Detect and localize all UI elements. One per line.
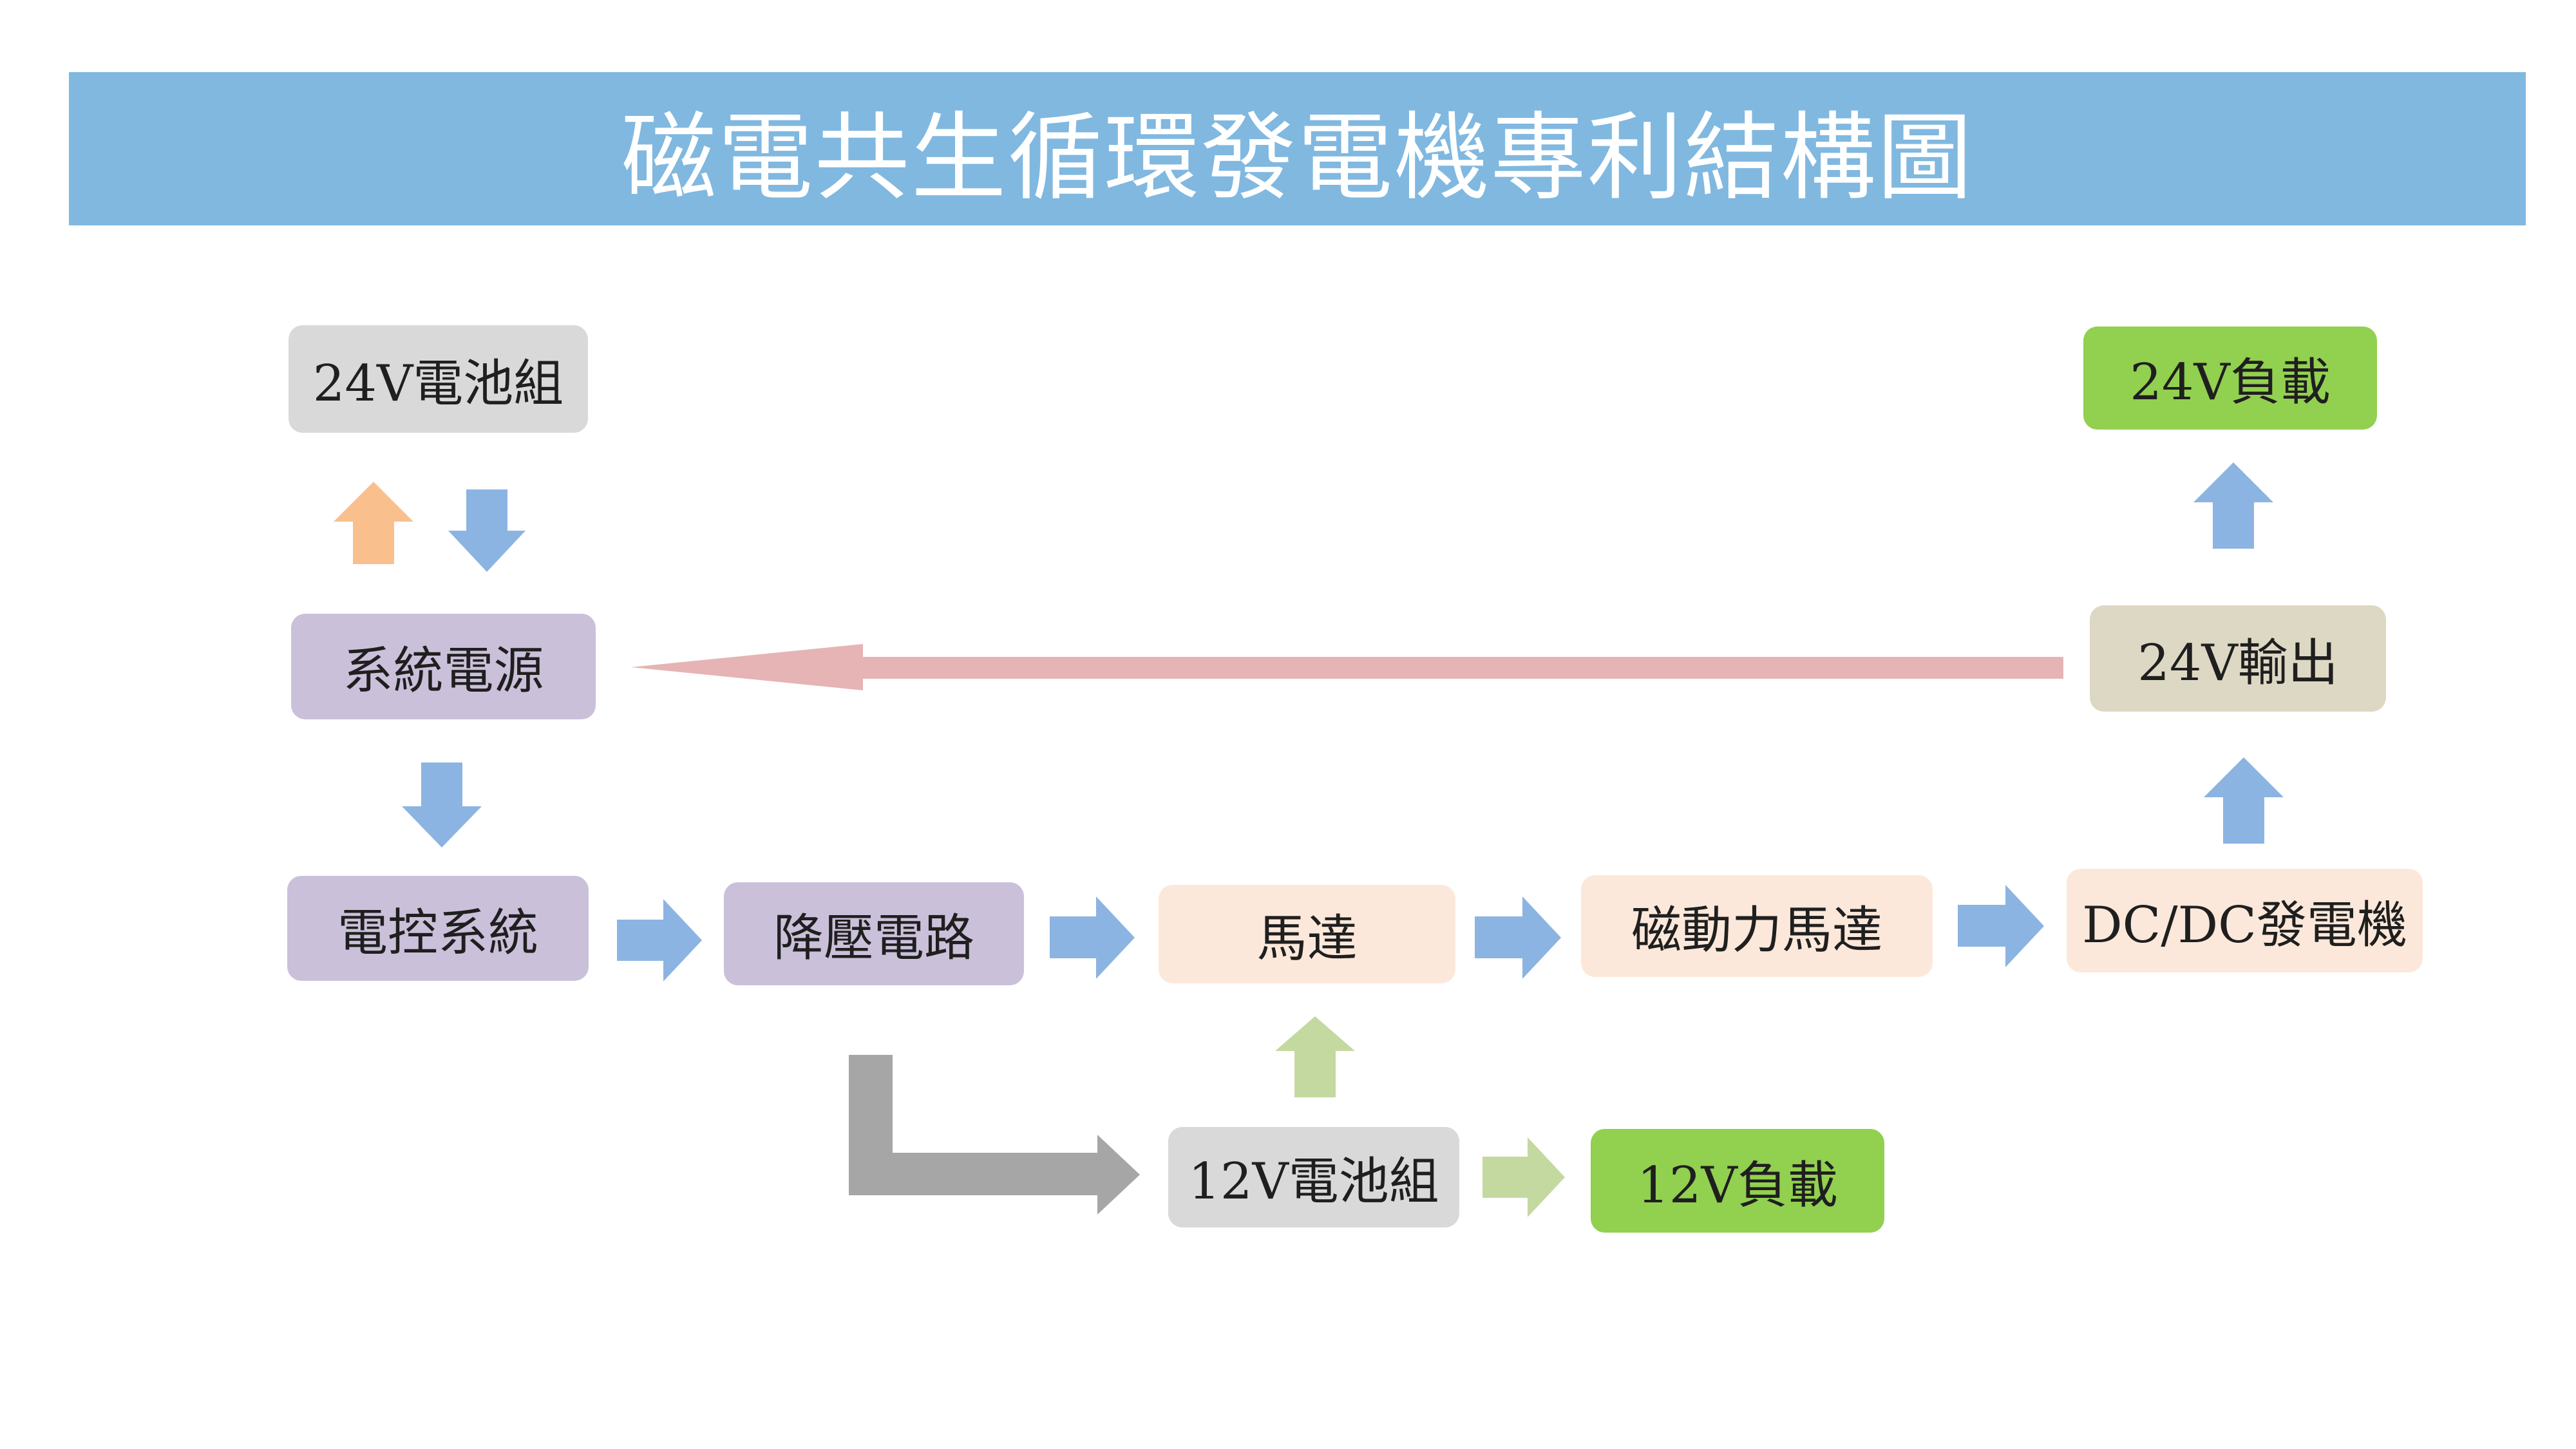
node-24v-load: 24V負載: [2083, 327, 2377, 430]
arrow-up-orange: [334, 482, 413, 564]
arrow-right-4: [1958, 885, 2044, 967]
arrow-up-green: [1275, 1016, 1355, 1097]
arrow-right-2: [1050, 896, 1135, 979]
title-bar: 磁電共生循環發電機專利結構圖: [69, 72, 2526, 225]
node-magnetic-motor: 磁動力馬達: [1581, 875, 1933, 977]
node-24v-battery: 24V電池組: [289, 325, 588, 433]
arrow-up-blue-1: [2204, 757, 2284, 844]
node-24v-output: 24V輸出: [2090, 605, 2386, 712]
arrow-right-3: [1475, 896, 1561, 979]
node-system-power: 系統電源: [291, 614, 596, 719]
node-dcdc-generator: DC/DC發電機: [2067, 869, 2423, 972]
arrow-up-blue-2: [2193, 462, 2273, 549]
arrow-down-blue-1: [448, 489, 526, 572]
node-12v-battery: 12V電池組: [1168, 1127, 1459, 1227]
arrow-right-1: [617, 899, 702, 981]
arrow-elbow-gray: [849, 1055, 1140, 1215]
node-control-system: 電控系統: [287, 876, 589, 981]
diagram-title: 磁電共生循環發電機專利結構圖: [621, 102, 1974, 213]
arrow-down-blue-2: [402, 762, 482, 848]
arrow-left-pink: [631, 644, 2063, 690]
node-12v-load: 12V負載: [1591, 1129, 1884, 1233]
node-motor: 馬達: [1159, 885, 1455, 983]
arrow-right-green: [1482, 1137, 1565, 1217]
node-buck-circuit: 降壓電路: [724, 882, 1024, 985]
